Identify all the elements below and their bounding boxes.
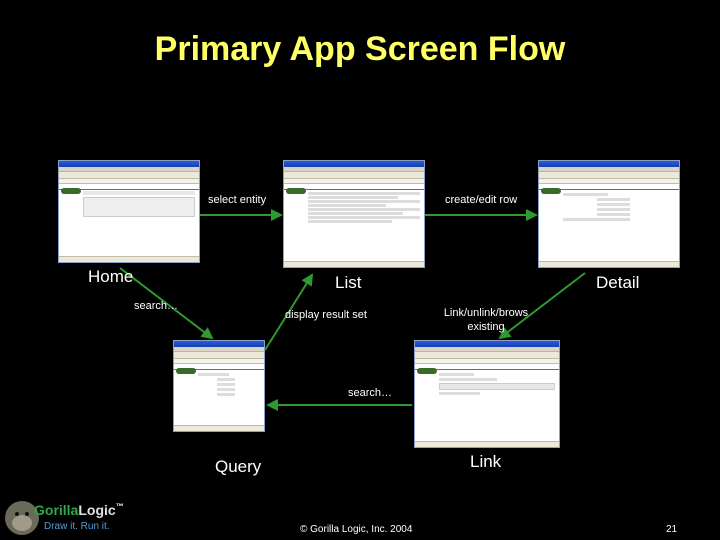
page-number: 21	[666, 524, 678, 535]
query-screenshot	[173, 340, 265, 432]
home-screenshot	[58, 160, 200, 263]
home-label: Home	[88, 267, 134, 286]
select-entity-label: select entity	[208, 194, 267, 206]
brand-gorilla: Gorilla	[34, 502, 79, 518]
list-screenshot	[283, 160, 425, 268]
gorilla-logic-logo: GorillaLogic™ Draw it. Run it.	[2, 496, 152, 538]
link-screenshot	[414, 340, 560, 448]
gorilla-face-icon	[5, 501, 39, 535]
query-label: Query	[215, 457, 262, 476]
slide-title: Primary App Screen Flow	[154, 30, 566, 68]
search-link-label: search…	[348, 387, 393, 399]
copyright: © Gorilla Logic, Inc. 2004	[300, 524, 413, 535]
app-logo-icon	[417, 368, 437, 374]
app-logo-icon	[61, 188, 81, 194]
app-logo-icon	[176, 368, 196, 374]
detail-screenshot	[538, 160, 680, 268]
link-unlink-label: Link/unlink/brows existing	[443, 307, 529, 333]
app-logo-icon	[541, 188, 561, 194]
link-label: Link	[470, 452, 502, 471]
brand-logic: Logic	[78, 502, 116, 518]
app-logo-icon	[286, 188, 306, 194]
search-home-label: search…	[134, 300, 179, 312]
list-label: List	[335, 273, 362, 292]
display-result-set-label: display result set	[285, 309, 367, 321]
logo-tagline: Draw it. Run it.	[44, 521, 110, 532]
detail-label: Detail	[596, 273, 640, 292]
create-edit-row-label: create/edit row	[445, 194, 518, 206]
